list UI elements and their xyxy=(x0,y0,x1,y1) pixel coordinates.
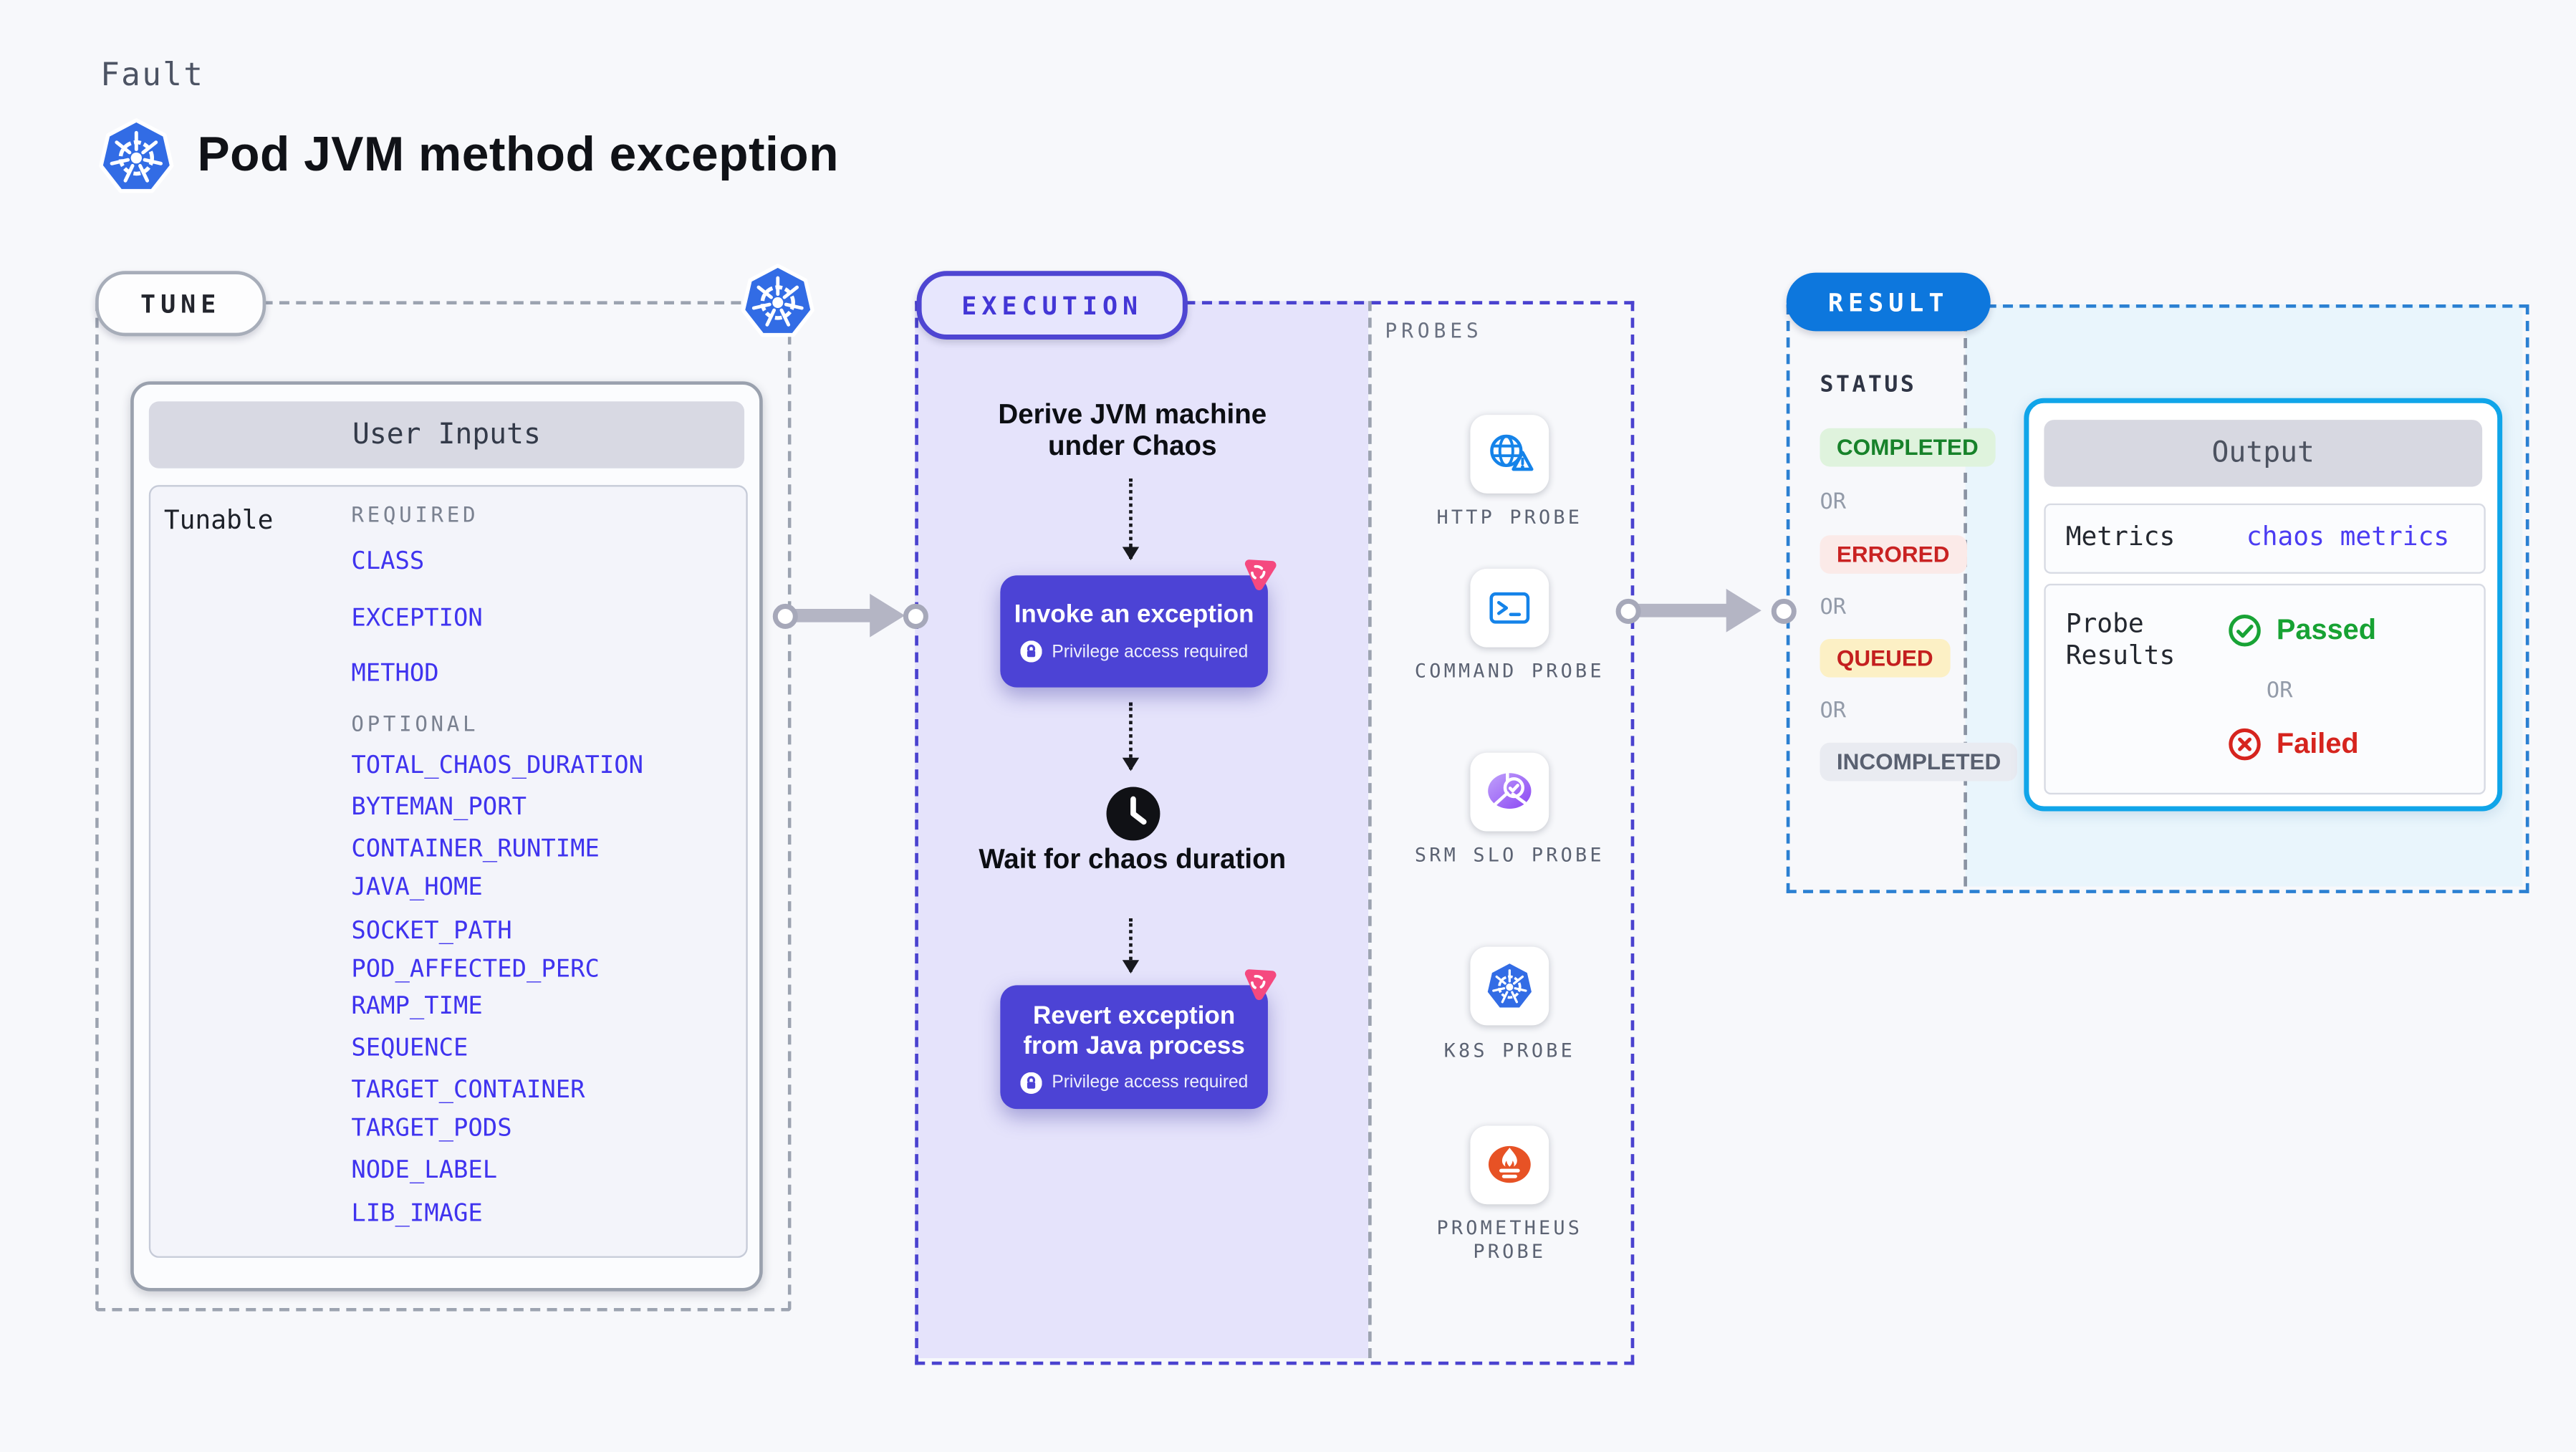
x-circle-icon xyxy=(2226,726,2263,762)
status-badge-errored: ERRORED xyxy=(1820,535,1966,574)
tunable-item: CLASS xyxy=(351,548,425,576)
tunable-item: TARGET_CONTAINER xyxy=(351,1077,585,1105)
metrics-label: Metrics xyxy=(2065,521,2176,552)
probe-results-label: Probe Results xyxy=(2065,608,2176,671)
output-title: Output xyxy=(2044,420,2483,487)
failed-row: Failed xyxy=(2226,726,2359,762)
tunable-item: RAMP_TIME xyxy=(351,993,483,1021)
prometheus-flame-icon xyxy=(1484,1139,1535,1191)
status-badge-completed: COMPLETED xyxy=(1820,428,1996,467)
or-label: OR xyxy=(2266,679,2293,705)
tunables-list: Tunable REQUIRED CLASS EXCEPTION METHOD … xyxy=(148,485,748,1258)
revert-exception-button[interactable]: Revert exception from Java process Privi… xyxy=(1000,985,1268,1110)
kubernetes-icon xyxy=(739,263,816,340)
tunable-item: LIB_IMAGE xyxy=(351,1201,483,1228)
privilege-note: Privilege access required xyxy=(1020,640,1248,662)
result-divider xyxy=(1964,304,1967,887)
probe-label: K8S PROBE xyxy=(1443,1039,1575,1062)
probe-label: COMMAND PROBE xyxy=(1414,658,1605,683)
arrow-head-icon xyxy=(870,593,905,638)
srm-slo-probe-card[interactable] xyxy=(1470,752,1549,832)
http-probe-card[interactable] xyxy=(1470,415,1549,494)
required-heading: REQUIRED xyxy=(351,501,479,527)
lock-icon xyxy=(1020,640,1042,662)
kubernetes-icon xyxy=(97,117,176,196)
globe-alert-icon xyxy=(1484,428,1535,480)
step-revert-label: Revert exception from Java process xyxy=(1023,1001,1245,1060)
user-inputs-card: User Inputs Tunable REQUIRED CLASS EXCEP… xyxy=(130,381,763,1292)
probes-heading: PROBES xyxy=(1385,319,1483,343)
or-label: OR xyxy=(1820,595,1847,621)
slo-gauge-icon xyxy=(1484,766,1535,817)
or-label: OR xyxy=(1820,490,1847,516)
status-badge-incompleted: INCOMPLETED xyxy=(1820,742,2018,782)
status-heading: STATUS xyxy=(1820,371,1917,398)
arrow-head-icon xyxy=(1726,588,1762,633)
check-circle-icon xyxy=(2226,612,2263,649)
status-badge-queued: QUEUED xyxy=(1820,638,1951,678)
probe-label: SRM SLO PROBE xyxy=(1414,842,1605,867)
metrics-value: chaos metrics xyxy=(2246,521,2450,552)
execution-pill: EXECUTION xyxy=(916,271,1188,340)
privilege-note-label: Privilege access required xyxy=(1052,1072,1249,1092)
tunable-item: EXCEPTION xyxy=(351,605,483,633)
result-pill: RESULT xyxy=(1786,272,1991,332)
arrow-line xyxy=(1632,603,1730,617)
tunable-item: POD_AFFECTED_PERC xyxy=(351,956,600,984)
tune-section-box xyxy=(95,301,792,1312)
passed-label: Passed xyxy=(2276,613,2376,646)
connector-node xyxy=(1615,598,1641,624)
command-probe-card[interactable] xyxy=(1470,568,1549,648)
prometheus-probe-card[interactable] xyxy=(1470,1125,1549,1205)
tunable-item: METHOD xyxy=(351,660,439,688)
connector-node xyxy=(772,603,798,629)
or-label: OR xyxy=(1820,699,1847,725)
probe-results-row: Probe Results Passed OR Failed xyxy=(2044,583,2486,795)
tunable-item: JAVA_HOME xyxy=(351,875,483,902)
tunable-row-label: Tunable xyxy=(163,505,274,536)
step-invoke-label: Invoke an exception xyxy=(1014,600,1254,629)
execution-section-box xyxy=(915,301,1635,1365)
kubernetes-icon xyxy=(1484,960,1535,1011)
probe-label: HTTP PROBE xyxy=(1436,505,1583,529)
lock-icon xyxy=(1020,1072,1042,1093)
probes-divider xyxy=(1368,301,1372,1359)
user-inputs-title: User Inputs xyxy=(148,401,745,468)
connector-node xyxy=(1771,598,1797,624)
tunable-item: BYTEMAN_PORT xyxy=(351,794,527,822)
clock-icon xyxy=(1104,784,1163,843)
tune-pill: TUNE xyxy=(95,271,266,337)
down-arrow-icon xyxy=(1121,918,1138,973)
step-wait-label: Wait for chaos duration xyxy=(979,845,1287,875)
page-title: Pod JVM method exception xyxy=(197,128,839,183)
terminal-icon xyxy=(1484,582,1535,634)
step-derive-label: Derive JVM machine under Chaos xyxy=(998,400,1267,462)
litmus-chaos-icon xyxy=(1238,963,1278,1004)
down-arrow-icon xyxy=(1121,478,1138,561)
tunable-item: SEQUENCE xyxy=(351,1035,468,1062)
fault-eyebrow: Fault xyxy=(100,57,205,94)
privilege-note: Privilege access required xyxy=(1020,1072,1248,1093)
tunable-item: CONTAINER_RUNTIME xyxy=(351,836,600,863)
invoke-exception-button[interactable]: Invoke an exception Privilege access req… xyxy=(1000,575,1268,688)
connector-node xyxy=(903,603,928,629)
privilege-note-label: Privilege access required xyxy=(1052,641,1249,662)
arrow-line xyxy=(789,608,873,622)
k8s-probe-card[interactable] xyxy=(1470,946,1549,1026)
metrics-row: Metrics chaos metrics xyxy=(2044,503,2486,574)
tunable-item: NODE_LABEL xyxy=(351,1157,498,1185)
probe-label: PROMETHEUS PROBE xyxy=(1436,1216,1583,1263)
litmus-chaos-icon xyxy=(1238,554,1278,594)
down-arrow-icon xyxy=(1121,702,1138,771)
tunable-item: TARGET_PODS xyxy=(351,1115,512,1143)
optional-heading: OPTIONAL xyxy=(351,711,479,736)
failed-label: Failed xyxy=(2276,727,2359,760)
tunable-item: TOTAL_CHAOS_DURATION xyxy=(351,752,644,780)
tunable-item: SOCKET_PATH xyxy=(351,918,512,946)
output-card: Output Metrics chaos metrics Probe Resul… xyxy=(2024,398,2503,812)
passed-row: Passed xyxy=(2226,612,2376,649)
